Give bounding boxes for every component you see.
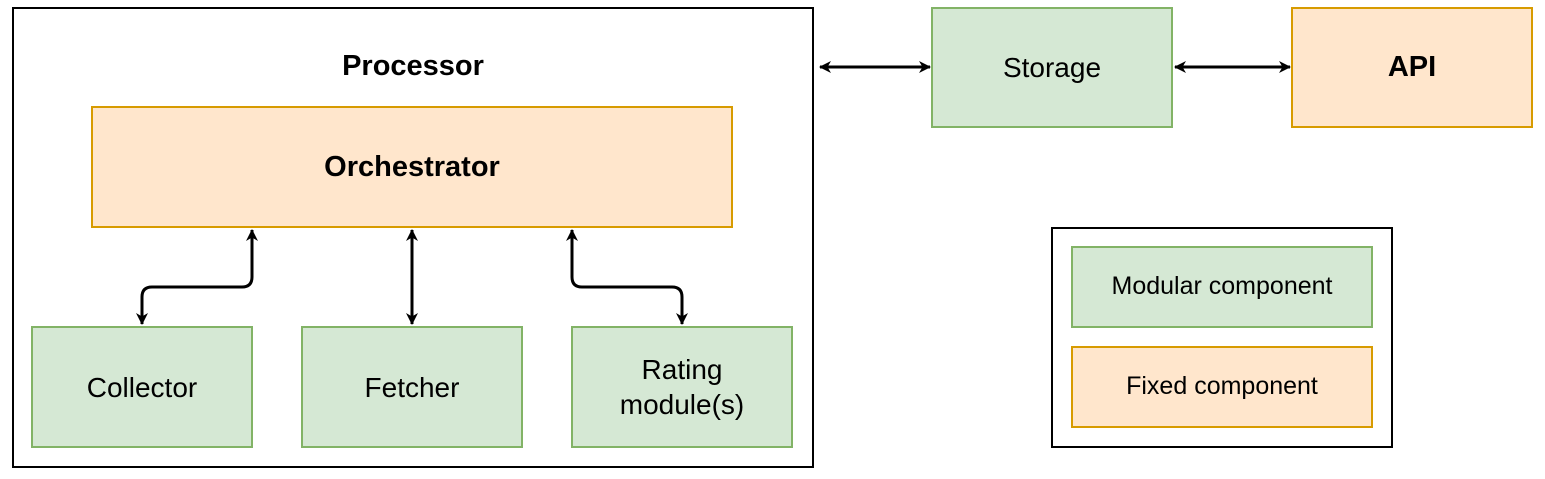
rating-module-node: Rating module(s) [571, 326, 793, 448]
orchestrator-node: Orchestrator [91, 106, 733, 228]
api-node: API [1291, 7, 1533, 128]
fetcher-node: Fetcher [301, 326, 523, 448]
storage-node: Storage [931, 7, 1173, 128]
legend-fixed-swatch: Fixed component [1071, 346, 1373, 428]
rating-module-label-line1: Rating [641, 354, 723, 385]
rating-module-label-line2: module(s) [619, 389, 745, 420]
collector-node: Collector [31, 326, 253, 448]
legend-modular-swatch: Modular component [1071, 246, 1373, 328]
processor-title: Processor [342, 49, 484, 82]
